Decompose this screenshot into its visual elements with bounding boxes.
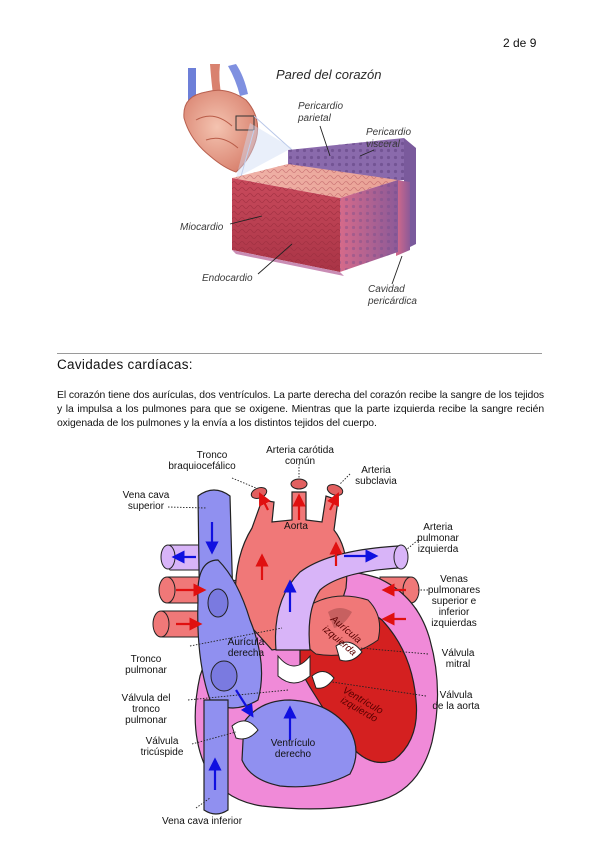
label-valvula-aorta: Válvula bbox=[440, 690, 473, 701]
label-valvula-tricuspide-2: tricúspide bbox=[141, 747, 184, 758]
heart-chambers-diagram: Tronco braquiocefálico Arteria carótida … bbox=[122, 445, 481, 827]
label-pericardio-visceral: Pericardio bbox=[366, 127, 411, 138]
label-tronco-pulmonar-2: pulmonar bbox=[125, 665, 167, 676]
label-auricula-derecha: Aurícula bbox=[228, 637, 265, 648]
label-cavidad-2: pericárdica bbox=[367, 296, 417, 307]
right-ventricle bbox=[241, 699, 357, 788]
label-aorta: Aorta bbox=[284, 521, 308, 532]
label-cavidad: Cavidad bbox=[368, 284, 405, 295]
mitral-valve bbox=[335, 641, 363, 662]
label-arteria-carotida: Arteria carótida bbox=[266, 445, 334, 456]
label-arteria-pulmonar-izquierda-2: pulmonar bbox=[417, 533, 459, 544]
label-arteria-pulmonar-izquierda: Arteria bbox=[423, 522, 453, 533]
label-pericardio-parietal-2: parietal bbox=[297, 113, 332, 124]
label-venas-pulmonares: Venas bbox=[440, 574, 468, 585]
section-divider bbox=[57, 353, 542, 354]
label-arteria-pulmonar-izquierda-3: izquierda bbox=[418, 544, 459, 555]
label-valvula-mitral: Válvula bbox=[442, 648, 475, 659]
label-miocardio: Miocardio bbox=[180, 222, 224, 233]
heart-wall-illustration: Pared del corazón Pericardio parietal Pe… bbox=[180, 64, 417, 307]
label-valvula-tronco-pulmonar-2: tronco bbox=[132, 704, 160, 715]
tricuspid-valve bbox=[231, 720, 259, 740]
label-arteria-carotida-2: común bbox=[285, 456, 315, 467]
label-venas-pulmonares-4: inferior bbox=[439, 607, 470, 618]
intro-paragraph: El corazón tiene dos aurículas, dos vent… bbox=[57, 390, 544, 429]
label-tronco-braquiocefalico: Tronco bbox=[197, 450, 228, 461]
label-valvula-aorta-2: de la aorta bbox=[432, 701, 480, 712]
blood-flow-arrows bbox=[171, 492, 406, 790]
label-ventriculo-derecho-2: derecho bbox=[275, 749, 312, 760]
label-valvula-tronco-pulmonar-3: pulmonar bbox=[125, 715, 167, 726]
inferior-vena-cava bbox=[203, 699, 229, 815]
label-endocardio: Endocardio bbox=[202, 273, 253, 284]
aortic-valve bbox=[311, 671, 335, 689]
small-heart bbox=[183, 64, 259, 173]
pulmonary-valve bbox=[277, 654, 311, 684]
page-number: 2 de 9 bbox=[503, 36, 537, 50]
label-vena-cava-superior: Vena cava bbox=[123, 490, 170, 501]
label-tronco-pulmonar: Tronco bbox=[131, 654, 162, 665]
label-pericardio-parietal: Pericardio bbox=[298, 101, 343, 112]
label-valvula-tricuspide: Válvula bbox=[146, 736, 179, 747]
label-arteria-subclavia-2: subclavia bbox=[355, 476, 397, 487]
label-pericardio-visceral-2: visceral bbox=[366, 139, 401, 150]
label-vena-cava-inferior: Vena cava inferior bbox=[162, 816, 243, 827]
label-auricula-derecha-2: derecha bbox=[228, 648, 265, 659]
label-arteria-subclavia: Arteria bbox=[361, 465, 391, 476]
label-valvula-tronco-pulmonar: Válvula del bbox=[122, 693, 171, 704]
section-heading: Cavidades cardíacas: bbox=[57, 357, 193, 372]
label-valvula-mitral-2: mitral bbox=[446, 659, 470, 670]
label-venas-pulmonares-2: pulmonares bbox=[428, 585, 480, 596]
label-venas-pulmonares-5: izquierdas bbox=[431, 618, 477, 629]
label-ventriculo-derecho: Ventrículo bbox=[271, 738, 316, 749]
label-venas-pulmonares-3: superior e bbox=[432, 596, 477, 607]
heart-wall-title: Pared del corazón bbox=[276, 67, 382, 82]
label-vena-cava-superior-2: superior bbox=[128, 501, 165, 512]
label-tronco-braquiocefalico-2: braquiocefálico bbox=[168, 461, 236, 472]
